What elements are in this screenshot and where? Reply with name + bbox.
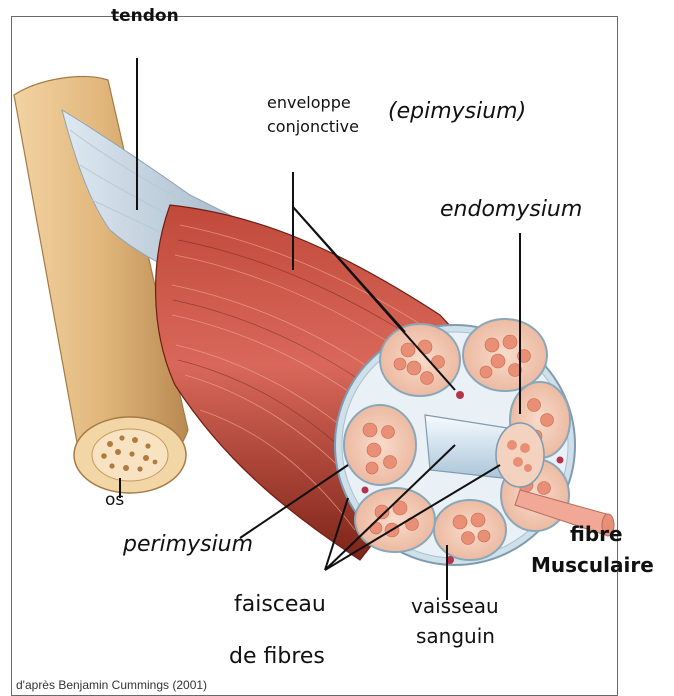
label-tendon: tendon [111, 6, 179, 26]
label-enveloppe-line2: conjonctive [267, 117, 359, 136]
label-vaisseau-line2: sanguin [416, 624, 495, 648]
label-perimysium: perimysium [123, 532, 253, 557]
label-enveloppe-line1: enveloppe [267, 93, 351, 112]
image-credit: d'après Benjamin Cummings (2001) [16, 678, 207, 692]
label-vaisseau-line1: vaisseau [411, 594, 499, 618]
label-fibre-line1: fibre [570, 522, 623, 546]
label-faisceau-line2: de fibres [229, 644, 325, 669]
label-epimysium: (epimysium) [388, 99, 526, 124]
label-os: os [105, 490, 124, 510]
label-endomysium: endomysium [440, 197, 582, 222]
label-faisceau-line1: faisceau [234, 592, 326, 617]
label-fibre-line2: Musculaire [531, 553, 654, 577]
